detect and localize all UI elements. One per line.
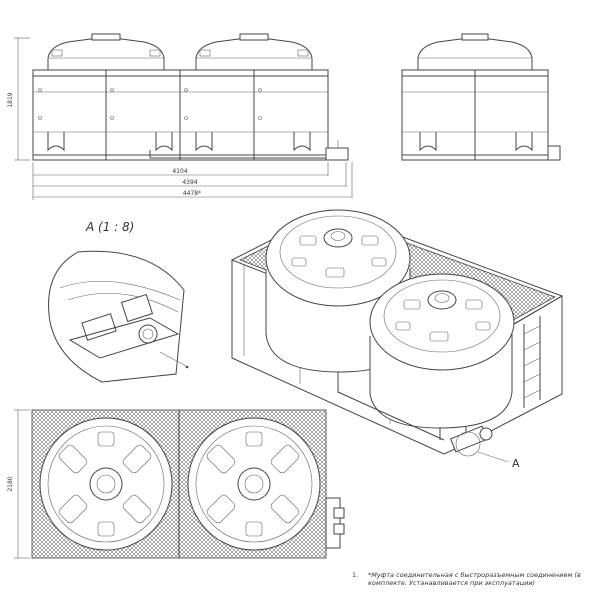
side-view — [401, 33, 561, 161]
front-view — [32, 33, 349, 161]
dim-width-1: 4104 — [172, 168, 187, 175]
dim-width-3: 4478* — [183, 190, 201, 197]
callout-a: A — [512, 457, 520, 470]
plan-view: 2180 — [7, 409, 345, 559]
dim-width-2: 4394 — [182, 179, 197, 186]
dim-depth-label: 2180 — [7, 476, 14, 491]
isometric-view: A — [230, 209, 564, 470]
height-dimension: 1819 — [7, 37, 30, 161]
footnote-number: 1. — [352, 571, 359, 579]
detail-a-view: A (1 : 8) — [48, 220, 189, 383]
width-dimensions: 4104 4394 4478* — [32, 162, 353, 200]
dim-height-label: 1819 — [7, 92, 14, 107]
footnote-text: *Муфта соединительная с быстроразъемным … — [368, 571, 581, 587]
detail-a-label: A (1 : 8) — [85, 220, 134, 234]
